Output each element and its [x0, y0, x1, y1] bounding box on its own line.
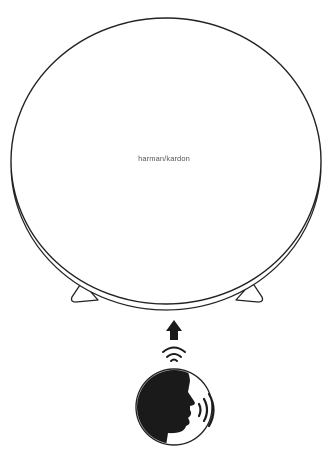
speaker-icon	[11, 18, 321, 310]
wifi-signal-icon	[163, 348, 185, 362]
brand-label: harman/kardon	[0, 154, 328, 163]
arrow-up-icon	[166, 320, 182, 340]
speaking-head-icon	[120, 360, 214, 446]
